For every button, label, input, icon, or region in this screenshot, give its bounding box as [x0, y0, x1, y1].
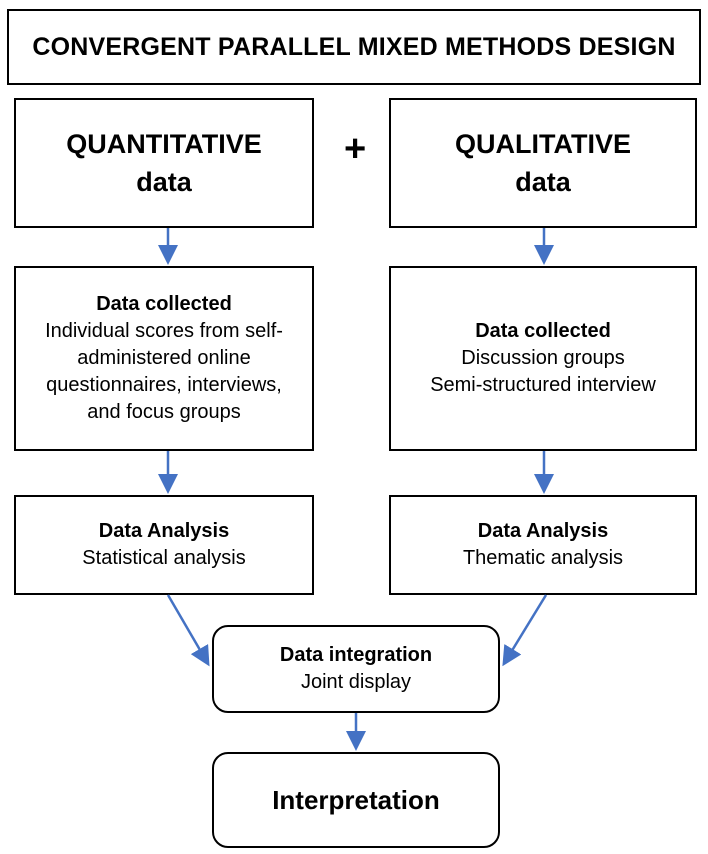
- title-box: CONVERGENT PARALLEL MIXED METHODS DESIGN: [7, 9, 701, 85]
- qualitative-analysis-text: Thematic analysis: [462, 547, 624, 569]
- data-integration-box: Data integration Joint display: [212, 625, 500, 713]
- qualitative-label: QUALITATIVE: [455, 129, 631, 159]
- qualitative-collected-line: Discussion groups: [461, 347, 625, 369]
- qualitative-data-box: QUALITATIVE data: [389, 98, 697, 228]
- qualitative-data-label: data: [515, 167, 571, 197]
- arrow-qual-analysis-to-integration: [502, 594, 548, 667]
- qualitative-collected-heading: Data collected: [475, 320, 611, 342]
- quantitative-data-collected-box: Data collected Individual scores from se…: [14, 266, 314, 451]
- plus-sign: +: [344, 128, 367, 170]
- quantitative-collected-line: and focus groups: [87, 401, 241, 423]
- diagram-title: CONVERGENT PARALLEL MIXED METHODS DESIGN: [32, 32, 676, 61]
- quantitative-data-label: data: [136, 167, 192, 197]
- quantitative-analysis-text: Statistical analysis: [82, 547, 246, 569]
- qualitative-data-analysis-box: Data Analysis Thematic analysis: [389, 495, 697, 595]
- qualitative-data-collected-box: Data collected Discussion groups Semi-st…: [389, 266, 697, 451]
- interpretation-label: Interpretation: [272, 784, 440, 815]
- quantitative-collected-line: administered online: [77, 347, 251, 369]
- quantitative-analysis-heading: Data Analysis: [98, 520, 230, 542]
- qualitative-analysis-heading: Data Analysis: [477, 520, 609, 542]
- quantitative-data-analysis-box: Data Analysis Statistical analysis: [14, 495, 314, 595]
- interpretation-box: Interpretation: [212, 752, 500, 848]
- integration-heading: Data integration: [279, 644, 433, 666]
- quantitative-collected-line: Individual scores from self-: [45, 320, 283, 342]
- quantitative-data-box: QUANTITATIVE data: [14, 98, 314, 228]
- qualitative-collected-line: Semi-structured interview: [430, 374, 656, 396]
- arrow-quant-analysis-to-integration: [166, 594, 210, 667]
- quantitative-collected-line: questionnaires, interviews,: [46, 374, 282, 396]
- quantitative-label: QUANTITATIVE: [66, 129, 262, 159]
- integration-text: Joint display: [300, 671, 412, 693]
- quantitative-collected-heading: Data collected: [96, 293, 232, 315]
